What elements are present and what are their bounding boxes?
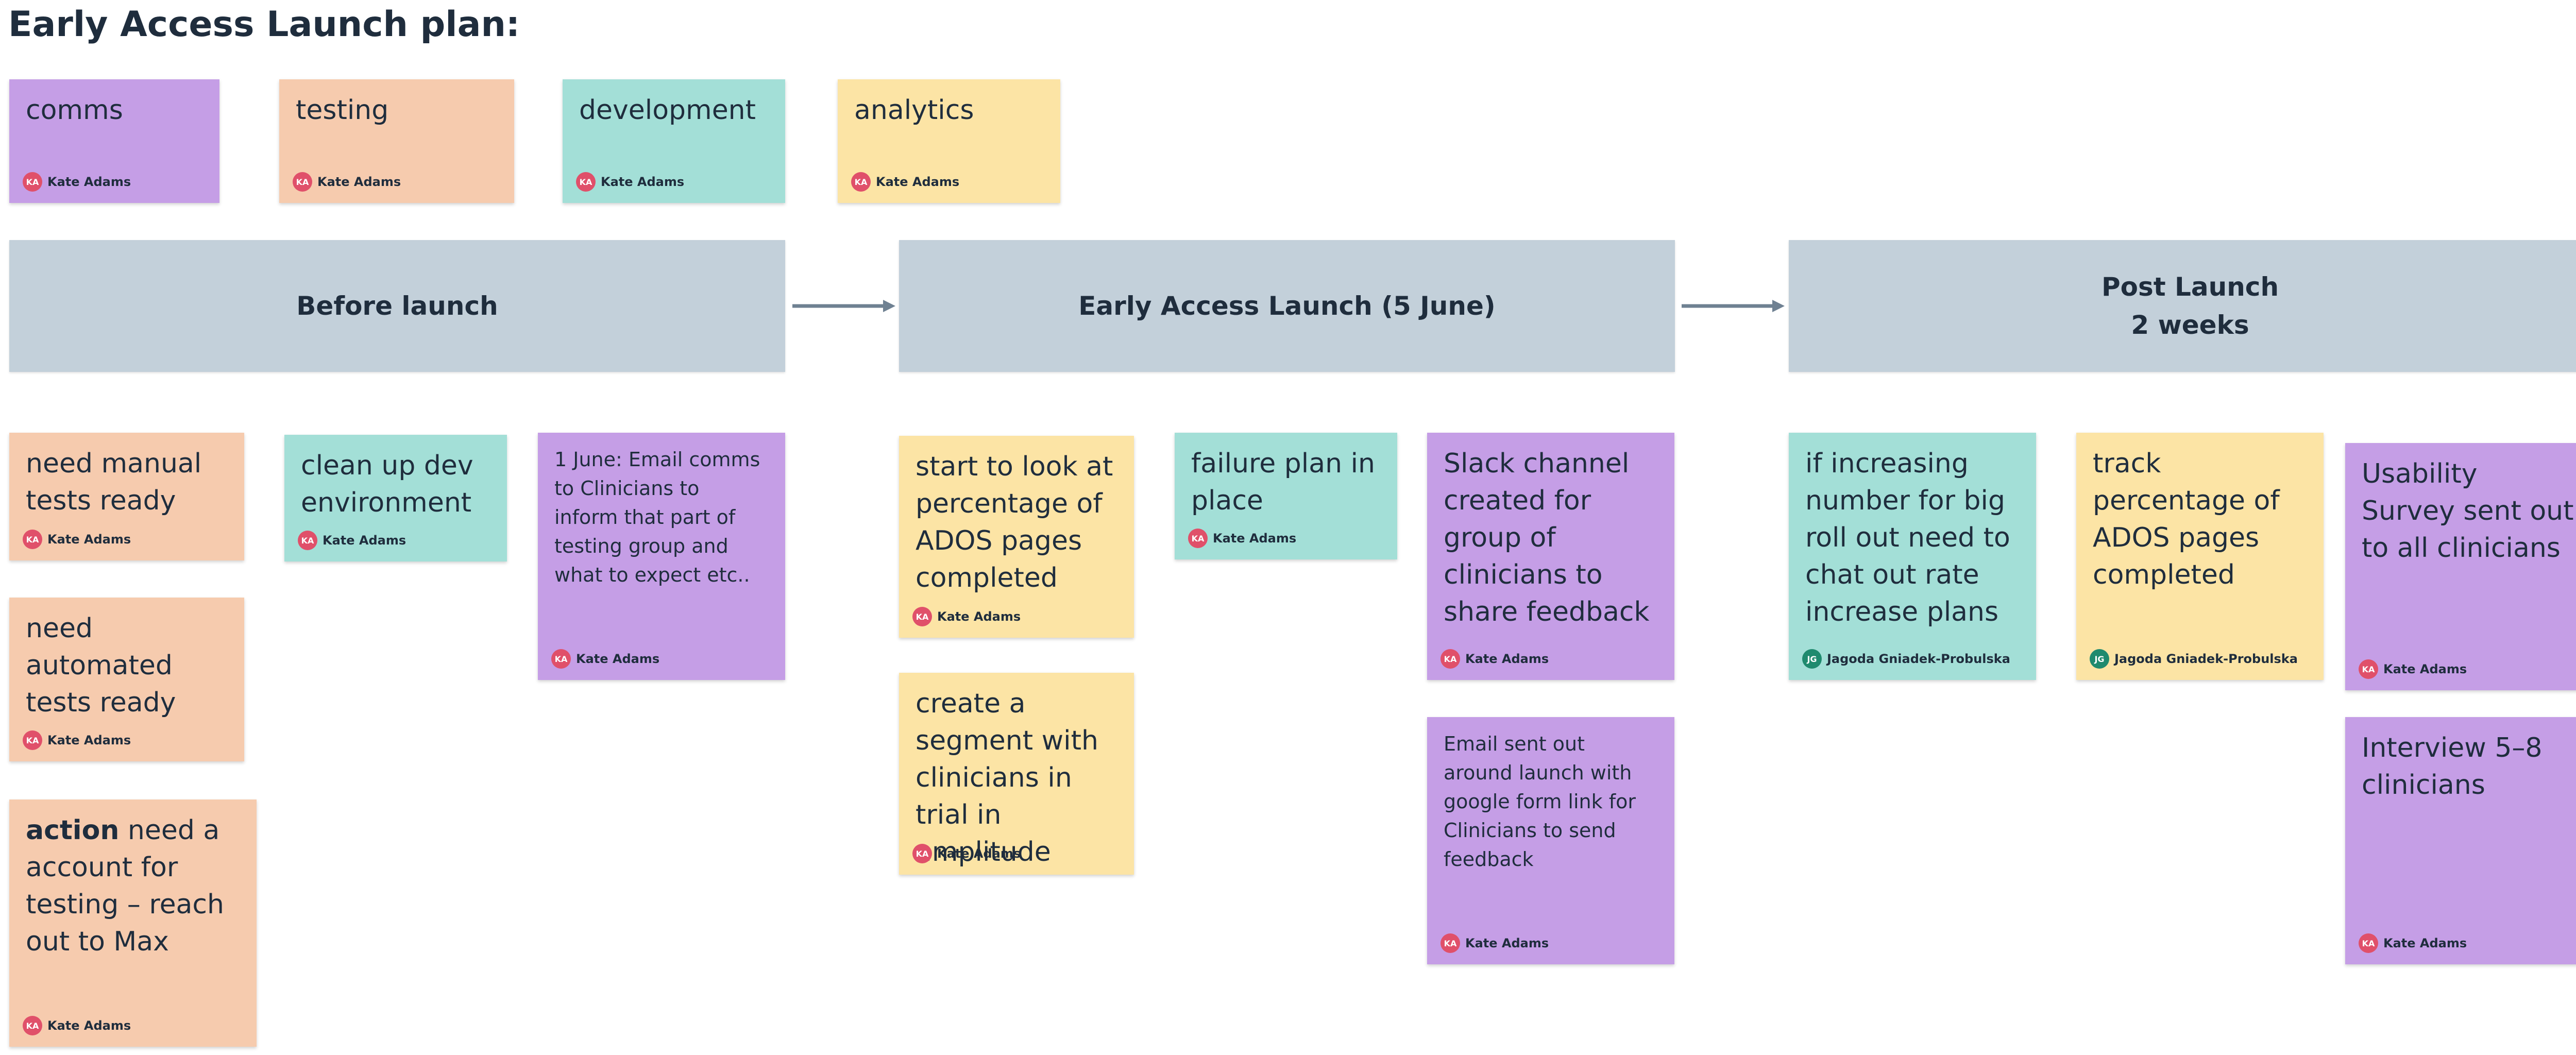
author-name: Kate Adams	[2383, 662, 2467, 676]
note-text: if increasing number for big roll out ne…	[1805, 448, 2019, 627]
sticky-note[interactable]: failure plan in place KA Kate Adams	[1175, 433, 1397, 559]
avatar: KA	[2359, 659, 2378, 679]
author-name: Kate Adams	[937, 609, 1021, 624]
author-name: Kate Adams	[47, 733, 131, 747]
legend-note-analytics[interactable]: analytics KA Kate Adams	[838, 79, 1060, 203]
legend-note-development[interactable]: development KA Kate Adams	[563, 79, 785, 203]
note-text: need manual tests ready	[26, 448, 210, 516]
avatar: KA	[23, 730, 42, 750]
avatar: KA	[23, 1016, 42, 1035]
author-name: Kate Adams	[601, 175, 685, 189]
author-tag: KA Kate Adams	[912, 607, 1021, 626]
author-tag: KA Kate Adams	[23, 1016, 131, 1035]
note-text: comms	[26, 95, 123, 126]
sticky-note[interactable]: need automated tests ready KA Kate Adams	[9, 598, 244, 761]
author-name: Kate Adams	[323, 533, 406, 548]
phase-early-access-launch[interactable]: Early Access Launch (5 June)	[899, 240, 1675, 372]
avatar: JG	[2090, 649, 2109, 669]
author-name: Kate Adams	[2383, 936, 2467, 950]
author-tag: KA Kate Adams	[551, 649, 659, 669]
author-tag: KA Kate Adams	[1188, 529, 1296, 548]
legend-note-comms[interactable]: comms KA Kate Adams	[9, 79, 219, 203]
avatar: KA	[551, 649, 571, 669]
sticky-note[interactable]: need manual tests ready KA Kate Adams	[9, 433, 244, 560]
author-tag: KA Kate Adams	[1440, 649, 1549, 669]
note-text: testing	[296, 95, 389, 126]
arrow-right-icon	[1682, 300, 1785, 312]
avatar: KA	[851, 172, 871, 192]
author-tag: KA Kate Adams	[2359, 933, 2467, 953]
author-name: Kate Adams	[47, 175, 131, 189]
author-name: Kate Adams	[1465, 652, 1549, 666]
sticky-note[interactable]: if increasing number for big roll out ne…	[1789, 433, 2036, 680]
author-tag: KA Kate Adams	[912, 844, 1021, 863]
avatar: KA	[293, 172, 312, 192]
sticky-note[interactable]: create a segment with clinicians in tria…	[899, 673, 1134, 875]
avatar: KA	[2359, 933, 2378, 953]
note-text: Interview 5–8 clinicians	[2362, 733, 2551, 801]
note-text-rest: need a account for testing – reach out t…	[26, 815, 233, 957]
note-text: Usability Survey sent out to all clinici…	[2362, 458, 2574, 564]
avatar: KA	[23, 172, 42, 192]
avatar: KA	[576, 172, 596, 192]
arrow-right-icon	[792, 300, 895, 312]
note-text: development	[579, 95, 756, 126]
note-text: action need a account for testing – reac…	[26, 812, 240, 960]
note-text-bold: action	[26, 815, 120, 846]
note-text: analytics	[854, 95, 974, 126]
author-name: Jagoda Gniadek-Probulska	[1827, 652, 2010, 666]
legend-note-testing[interactable]: testing KA Kate Adams	[279, 79, 514, 203]
author-tag: KA Kate Adams	[576, 172, 684, 192]
note-text: need automated tests ready	[26, 613, 181, 718]
sticky-note[interactable]: Interview 5–8 clinicians KA Kate Adams	[2345, 717, 2576, 964]
note-text: failure plan in place	[1191, 448, 1384, 516]
sticky-note[interactable]: 1 June: Email comms to Clinicians to inf…	[538, 433, 785, 680]
phase-post-launch[interactable]: Post Launch 2 weeks	[1789, 240, 2576, 372]
author-name: Kate Adams	[1213, 531, 1297, 546]
note-text: 1 June: Email comms to Clinicians to inf…	[554, 448, 767, 586]
avatar: KA	[23, 530, 42, 549]
phase-before-launch[interactable]: Before launch	[9, 240, 785, 372]
author-tag: KA Kate Adams	[1440, 933, 1549, 953]
author-tag: KA Kate Adams	[851, 172, 959, 192]
note-text: Email sent out around launch with google…	[1444, 733, 1642, 871]
avatar: KA	[1440, 649, 1460, 669]
avatar: JG	[1802, 649, 1822, 669]
board-title: Early Access Launch plan:	[8, 4, 520, 45]
author-tag: JG Jagoda Gniadek-Probulska	[1802, 649, 2010, 669]
author-name: Kate Adams	[937, 846, 1021, 861]
author-tag: KA Kate Adams	[23, 530, 131, 549]
avatar: KA	[298, 531, 317, 550]
sticky-note[interactable]: Usability Survey sent out to all clinici…	[2345, 443, 2576, 690]
author-name: Kate Adams	[47, 532, 131, 547]
sticky-note[interactable]: Slack channel created for group of clini…	[1427, 433, 1674, 680]
avatar: KA	[1188, 529, 1208, 548]
sticky-note[interactable]: track percentage of ADOS pages completed…	[2076, 433, 2324, 680]
note-text: clean up dev environment	[301, 450, 482, 518]
avatar: KA	[912, 844, 932, 863]
note-text: track percentage of ADOS pages completed	[2093, 448, 2289, 590]
author-tag: KA Kate Adams	[23, 730, 131, 750]
note-text: Slack channel created for group of clini…	[1444, 448, 1650, 627]
sticky-note[interactable]: clean up dev environment KA Kate Adams	[284, 435, 507, 561]
author-name: Kate Adams	[876, 175, 960, 189]
author-tag: JG Jagoda Gniadek-Probulska	[2090, 649, 2298, 669]
author-name: Kate Adams	[1465, 936, 1549, 950]
avatar: KA	[912, 607, 932, 626]
author-name: Kate Adams	[47, 1018, 131, 1033]
avatar: KA	[1440, 933, 1460, 953]
sticky-note[interactable]: Email sent out around launch with google…	[1427, 717, 1674, 964]
sticky-note[interactable]: start to look at percentage of ADOS page…	[899, 436, 1134, 638]
author-tag: KA Kate Adams	[23, 172, 131, 192]
author-name: Kate Adams	[317, 175, 401, 189]
author-name: Kate Adams	[576, 652, 660, 666]
author-name: Jagoda Gniadek-Probulska	[2114, 652, 2298, 666]
author-tag: KA Kate Adams	[293, 172, 401, 192]
author-tag: KA Kate Adams	[298, 531, 406, 550]
author-tag: KA Kate Adams	[2359, 659, 2467, 679]
sticky-note[interactable]: action need a account for testing – reac…	[9, 799, 257, 1047]
note-text: create a segment with clinicians in tria…	[916, 688, 1107, 867]
note-text: start to look at percentage of ADOS page…	[916, 451, 1122, 593]
